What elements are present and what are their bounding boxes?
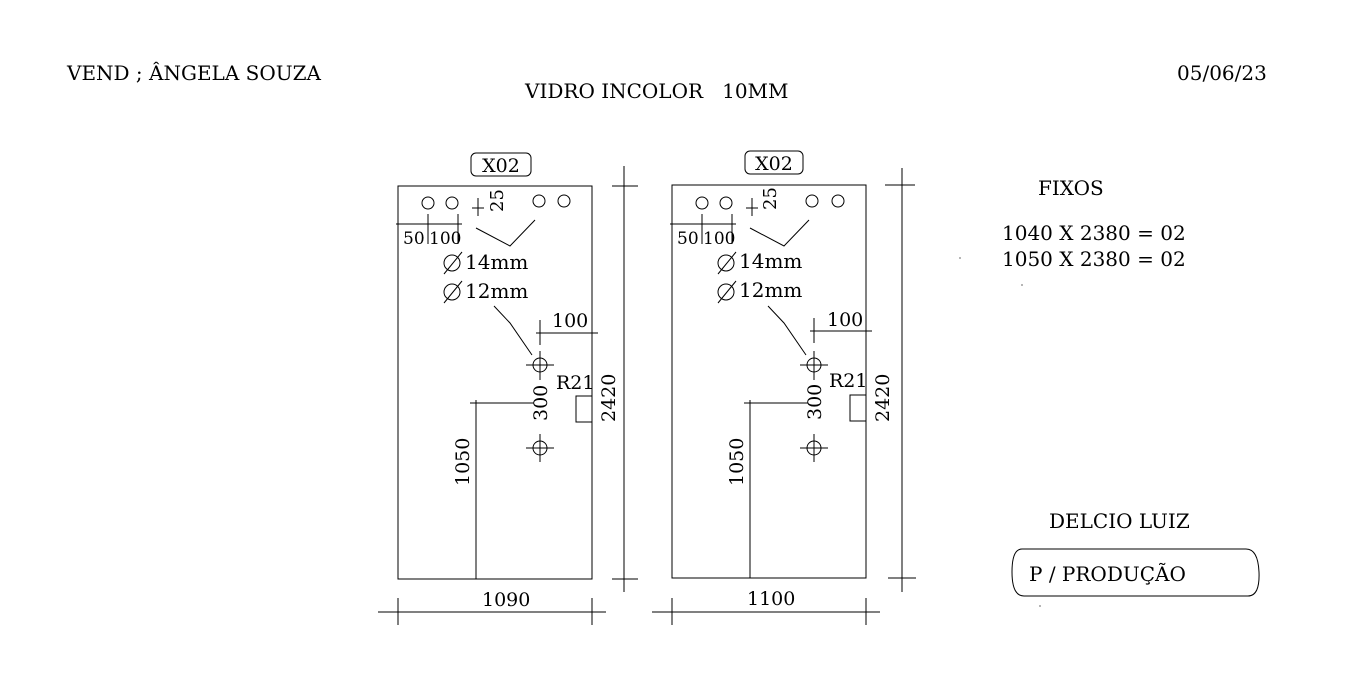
dim-height: 2420 bbox=[598, 374, 620, 422]
glass-outline bbox=[671, 184, 867, 579]
dim-right-offset: 100 bbox=[552, 310, 588, 332]
dim-radius: R21 bbox=[556, 372, 594, 394]
dim-top-offset: 25 bbox=[760, 187, 781, 210]
fixed-line-2: 1050 X 2380 = 02 bbox=[1002, 247, 1186, 271]
dim-width: 1090 bbox=[482, 589, 530, 611]
dim-radius: R21 bbox=[829, 370, 867, 392]
vendor-label: VEND ; ÂNGELA SOUZA bbox=[66, 61, 321, 85]
glass-panel-1 bbox=[378, 152, 638, 625]
status-label: P / PRODUÇÃO bbox=[1029, 562, 1186, 586]
date-label: 05/06/23 bbox=[1177, 61, 1267, 85]
dim-handle-height: 1050 bbox=[452, 438, 474, 486]
qty-tag-box bbox=[744, 150, 804, 175]
hole-circle bbox=[445, 196, 459, 210]
hole-diameter-2: 12mm bbox=[739, 278, 802, 302]
dim-hole-spacing: 100 bbox=[429, 229, 461, 249]
glass-outline bbox=[397, 185, 593, 580]
hole-circle bbox=[532, 194, 546, 208]
dim-hole-spacing: 100 bbox=[703, 229, 735, 249]
qty-tag: X02 bbox=[482, 155, 520, 177]
stray-dot bbox=[1039, 605, 1041, 607]
dim-height: 2420 bbox=[872, 374, 894, 422]
signature-name: DELCIO LUIZ bbox=[1049, 509, 1190, 533]
dim-left-offset: 50 bbox=[403, 229, 425, 249]
dim-top-offset: 25 bbox=[487, 189, 508, 212]
dim-handle-height: 1050 bbox=[726, 438, 748, 486]
status-box bbox=[1011, 548, 1260, 597]
dim-right-offset: 100 bbox=[827, 309, 863, 331]
stray-dot bbox=[959, 257, 961, 259]
dim-left-offset: 50 bbox=[677, 229, 699, 249]
panel-2-labels: X02 25 50 100 14mm 12mm 100 R21 300 2420… bbox=[677, 153, 894, 610]
material-title: VIDRO INCOLOR 10MM bbox=[524, 79, 789, 103]
fixed-heading: FIXOS bbox=[1038, 176, 1104, 200]
dim-width: 1100 bbox=[747, 588, 795, 610]
hole-circle bbox=[557, 194, 571, 208]
dim-hinge-spacing: 300 bbox=[804, 384, 826, 420]
hole-circle bbox=[421, 196, 435, 210]
stray-dot bbox=[1021, 284, 1023, 286]
fixed-line-1: 1040 X 2380 = 02 bbox=[1002, 221, 1186, 245]
hole-diameter-1: 14mm bbox=[465, 250, 528, 274]
dim-hinge-spacing: 300 bbox=[530, 385, 552, 421]
qty-tag-box bbox=[470, 152, 532, 177]
hole-diameter-2: 12mm bbox=[465, 279, 528, 303]
panel-1-labels: X02 25 50 100 14mm 12mm 100 R21 300 2420… bbox=[403, 155, 620, 611]
hole-diameter-1: 14mm bbox=[739, 249, 802, 273]
qty-tag: X02 bbox=[755, 153, 793, 175]
glass-panel-2 bbox=[652, 150, 916, 625]
